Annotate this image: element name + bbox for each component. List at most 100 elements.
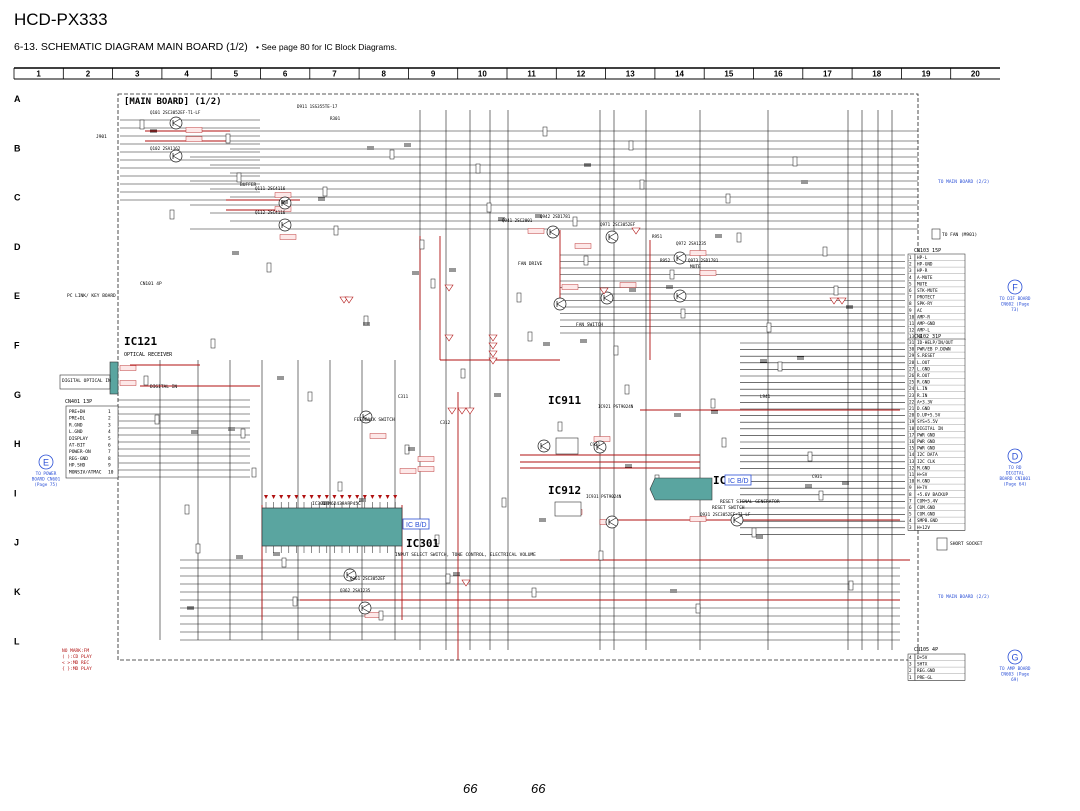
cn102-pin-number: 31 bbox=[909, 340, 915, 346]
cn103-pin-label: -B bbox=[917, 334, 923, 340]
svg-text:SHORT SOCKET: SHORT SOCKET bbox=[950, 541, 983, 547]
fan-switch-label: FAN SWITCH bbox=[576, 322, 603, 328]
cn101-label: CN101 4P bbox=[140, 281, 162, 287]
ic301-body bbox=[261, 507, 403, 547]
components bbox=[139, 116, 854, 621]
cn401-pin-number: 8 bbox=[108, 456, 111, 462]
cn102-pin-label: S.RESET bbox=[917, 353, 936, 359]
cn102-pin-number: 8 bbox=[909, 492, 912, 498]
cn103-pin-number: 9 bbox=[909, 308, 912, 314]
row-label: L bbox=[14, 636, 20, 646]
cn102-pin-number: 7 bbox=[909, 498, 912, 504]
part-label: Q112 2SC4116 bbox=[255, 210, 286, 215]
cn105-pin-label: D+5V bbox=[917, 655, 928, 661]
svg-text:TO FAN (M901): TO FAN (M901) bbox=[942, 232, 977, 238]
ic912-body bbox=[554, 501, 582, 517]
part-label: IC921 PST9024N bbox=[598, 404, 634, 409]
row-label: H bbox=[14, 439, 21, 449]
off-sheet-text: CN602 (Page bbox=[1001, 302, 1030, 308]
cn102-pin-number: 3 bbox=[909, 525, 912, 531]
part-label: Q362 2SA1235 bbox=[340, 588, 371, 593]
model-title: HCD-PX333 bbox=[14, 10, 108, 29]
cn102-pin-label: I2C CLK bbox=[917, 459, 936, 465]
ic931-bd-tag bbox=[724, 474, 752, 486]
ic912-block: IC912 bbox=[548, 484, 582, 517]
column-label: 18 bbox=[872, 70, 881, 79]
cn102-pin-label: PWR GND bbox=[917, 446, 936, 452]
part-label: IC931 PST9024N bbox=[586, 494, 622, 499]
cn102-label: CN102 31P bbox=[914, 334, 941, 340]
pc-link-label: PC LINK/ KEY BOARD bbox=[67, 293, 116, 299]
digital-optical-in-label: DIGITAL OPTICAL IN bbox=[62, 378, 111, 384]
row-label: G bbox=[14, 390, 21, 400]
cn102-pin-label: PWR/EB P.DOWN bbox=[917, 347, 951, 353]
cn105-label: CN105 4P bbox=[914, 647, 938, 653]
part-label: C921 bbox=[590, 442, 601, 447]
input-select-label: INPUT SELECT SWITCH, TONE CONTROL, ELECT… bbox=[395, 552, 536, 558]
optical-receiver-label: OPTICAL RECEIVER bbox=[124, 352, 173, 358]
to-main-board-ref-1: TO MAIN BOARD (2/2) bbox=[938, 179, 989, 185]
part-label: D911 1SS355TE-17 bbox=[297, 104, 338, 109]
column-label: 3 bbox=[135, 70, 140, 79]
legend: NO MARK:FM( ):CD PLAY< >:MD REC{ }:MD PL… bbox=[62, 648, 92, 672]
page-number-right: 66 bbox=[531, 781, 546, 796]
ic911-body bbox=[555, 437, 579, 455]
off-sheet-text: 69) bbox=[1011, 677, 1019, 683]
cn103-pin-number: 11 bbox=[909, 321, 915, 327]
short-socket: SHORT SOCKET bbox=[936, 537, 983, 551]
cn102-pin-number: 29 bbox=[909, 353, 915, 359]
cn102-pin-number: 13 bbox=[909, 459, 915, 465]
cn103-pin-number: 13 bbox=[909, 334, 915, 340]
cn102-pin-label: D.GND bbox=[917, 406, 930, 412]
cn103-pin-label: AC bbox=[917, 308, 923, 314]
cn102-pin-number: 16 bbox=[909, 439, 915, 445]
cn401-label: CN401 13P bbox=[65, 399, 92, 405]
cn103-pin-number: 7 bbox=[909, 295, 912, 301]
cn401-pin-number: 7 bbox=[108, 449, 111, 455]
off-sheet-text: TO DIF BOARD bbox=[999, 296, 1030, 302]
column-label: 14 bbox=[675, 70, 684, 79]
ic301-bd-tag bbox=[402, 518, 430, 530]
row-label: F bbox=[14, 341, 20, 351]
cn102-pin-number: 11 bbox=[909, 472, 915, 478]
cn102-pin-number: 25 bbox=[909, 380, 915, 386]
part-label: Q111 2SC4116 bbox=[255, 186, 286, 191]
cn103-pin-number: 1 bbox=[909, 255, 912, 261]
ic121-body bbox=[109, 361, 119, 395]
cn105-pin-number: 3 bbox=[909, 662, 912, 668]
off-sheet-letter: D bbox=[1012, 452, 1019, 462]
part-label: Q941 2SC2001 bbox=[502, 218, 533, 223]
cn102-pin-number: 10 bbox=[909, 479, 915, 485]
column-label: 12 bbox=[576, 70, 585, 79]
cn102-pin-number: 18 bbox=[909, 426, 915, 432]
buffer-label: BUFFER bbox=[240, 182, 257, 188]
legend-item: NO MARK:FM bbox=[62, 648, 89, 654]
ic931-block: IC931 IC B/D RESET SIGNAL GENERATOR bbox=[649, 474, 780, 505]
cn102-pin-label: A+3.3V bbox=[917, 399, 933, 405]
row-label: A bbox=[14, 94, 21, 104]
row-label: B bbox=[14, 143, 21, 153]
off-sheet-letter: F bbox=[1012, 283, 1018, 293]
cn103-label: CN103 15P bbox=[914, 248, 941, 254]
ic911-block: IC911 bbox=[548, 394, 581, 455]
ic912-label: IC912 bbox=[548, 484, 581, 497]
cn102-pin-label: L.GND bbox=[917, 366, 930, 372]
cn102-pin-number: 14 bbox=[909, 452, 915, 458]
part-label: Q101 2SC3052EF-T1-LF bbox=[150, 110, 201, 115]
part-label: Q102 2SA1162 bbox=[150, 146, 181, 151]
cn105-pin-number: 4 bbox=[909, 655, 912, 661]
board-title: [MAIN BOARD] (1/2) bbox=[124, 97, 222, 107]
cn102-pin-label: L.OUT bbox=[917, 360, 930, 366]
cn103-pin-number: 8 bbox=[909, 301, 912, 307]
off-sheet-text: TO AMP BOARD bbox=[999, 666, 1030, 672]
part-label: R952 bbox=[660, 258, 671, 263]
part-label: Q973 2SD1781 bbox=[688, 258, 719, 263]
cn102-pin-label: PWR GND bbox=[917, 432, 936, 438]
j901-label: J901 bbox=[96, 134, 107, 140]
